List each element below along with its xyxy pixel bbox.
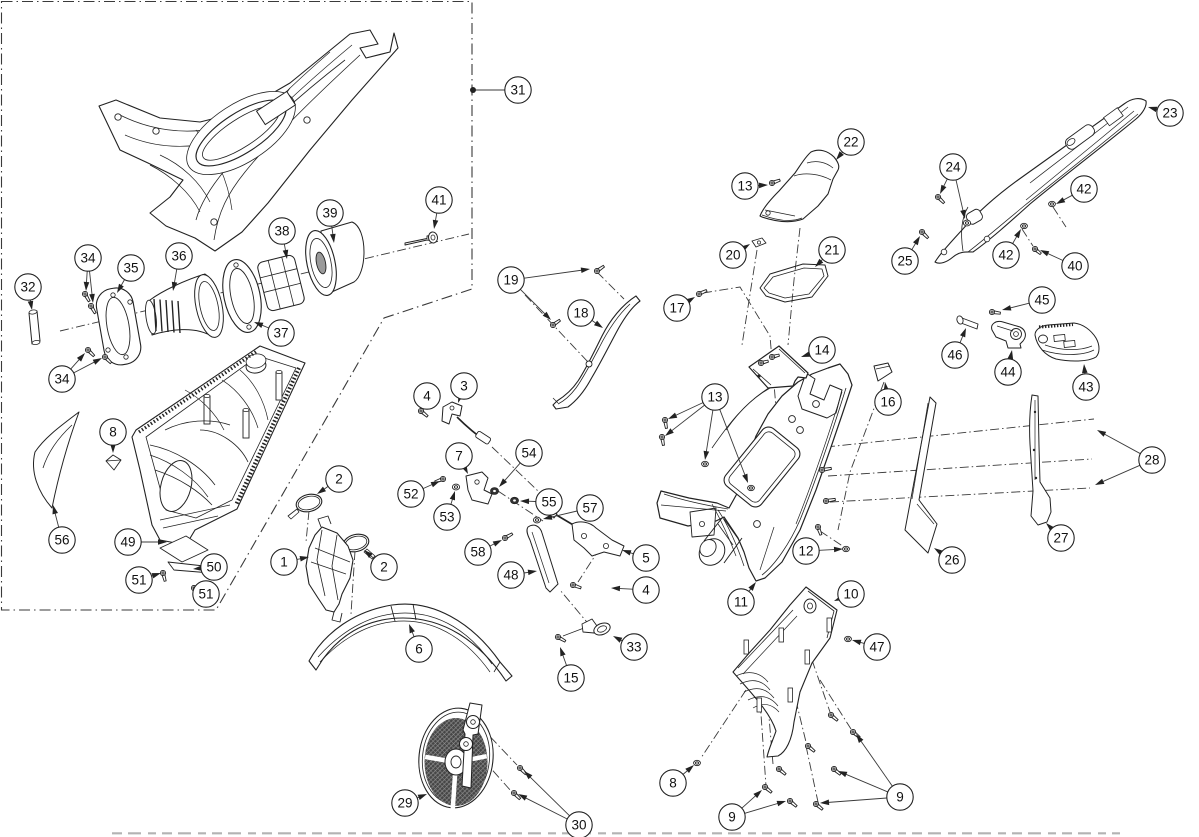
svg-text:20: 20 <box>725 248 740 263</box>
svg-text:34: 34 <box>80 251 96 266</box>
svg-text:56: 56 <box>54 533 69 548</box>
svg-text:13: 13 <box>737 179 752 194</box>
svg-text:6: 6 <box>415 642 423 657</box>
svg-text:2: 2 <box>380 560 388 575</box>
svg-text:39: 39 <box>322 206 337 221</box>
svg-text:19: 19 <box>503 273 518 288</box>
svg-text:42: 42 <box>998 248 1013 263</box>
svg-text:47: 47 <box>869 640 884 655</box>
svg-text:8: 8 <box>109 425 117 440</box>
svg-text:12: 12 <box>798 544 813 559</box>
svg-text:33: 33 <box>626 640 641 655</box>
svg-text:31: 31 <box>510 83 525 98</box>
svg-text:32: 32 <box>20 280 35 295</box>
svg-text:5: 5 <box>642 551 650 566</box>
svg-text:29: 29 <box>397 796 412 811</box>
svg-text:34: 34 <box>54 372 70 387</box>
svg-text:44: 44 <box>1000 365 1016 380</box>
svg-text:45: 45 <box>1034 293 1049 308</box>
svg-text:3: 3 <box>460 379 468 394</box>
svg-text:8: 8 <box>669 776 677 791</box>
svg-text:50: 50 <box>206 560 221 575</box>
svg-text:36: 36 <box>171 249 186 264</box>
svg-text:16: 16 <box>880 395 895 410</box>
svg-text:10: 10 <box>843 587 858 602</box>
svg-text:9: 9 <box>728 810 736 825</box>
svg-text:14: 14 <box>814 343 830 358</box>
svg-text:51: 51 <box>198 587 213 602</box>
svg-text:22: 22 <box>843 135 858 150</box>
svg-text:27: 27 <box>1053 531 1068 546</box>
svg-text:28: 28 <box>1144 453 1159 468</box>
svg-text:24: 24 <box>945 160 961 175</box>
svg-text:38: 38 <box>274 224 289 239</box>
svg-text:54: 54 <box>521 446 537 461</box>
svg-text:37: 37 <box>273 326 288 341</box>
svg-text:49: 49 <box>120 535 135 550</box>
svg-text:35: 35 <box>123 261 138 276</box>
svg-text:13: 13 <box>707 390 722 405</box>
svg-text:4: 4 <box>642 583 650 598</box>
svg-text:42: 42 <box>1076 182 1091 197</box>
svg-text:11: 11 <box>734 595 748 610</box>
svg-text:30: 30 <box>571 818 586 833</box>
svg-text:48: 48 <box>503 568 518 583</box>
svg-text:23: 23 <box>1162 106 1177 121</box>
svg-text:51: 51 <box>131 573 146 588</box>
svg-text:46: 46 <box>947 348 962 363</box>
svg-text:4: 4 <box>423 389 431 404</box>
svg-text:9: 9 <box>896 790 904 805</box>
svg-text:52: 52 <box>403 487 418 502</box>
svg-text:53: 53 <box>439 510 454 525</box>
svg-text:18: 18 <box>573 306 588 321</box>
svg-text:21: 21 <box>824 243 839 258</box>
svg-text:1: 1 <box>280 555 288 570</box>
svg-text:55: 55 <box>541 495 556 510</box>
svg-text:25: 25 <box>897 254 912 269</box>
svg-text:26: 26 <box>944 553 959 568</box>
svg-text:43: 43 <box>1078 380 1093 395</box>
svg-text:7: 7 <box>455 449 463 464</box>
svg-text:17: 17 <box>669 301 684 316</box>
svg-text:57: 57 <box>582 501 597 516</box>
svg-text:2: 2 <box>335 472 343 487</box>
svg-text:40: 40 <box>1067 259 1082 274</box>
svg-text:15: 15 <box>563 671 578 686</box>
svg-text:58: 58 <box>470 545 485 560</box>
svg-text:41: 41 <box>431 193 446 208</box>
